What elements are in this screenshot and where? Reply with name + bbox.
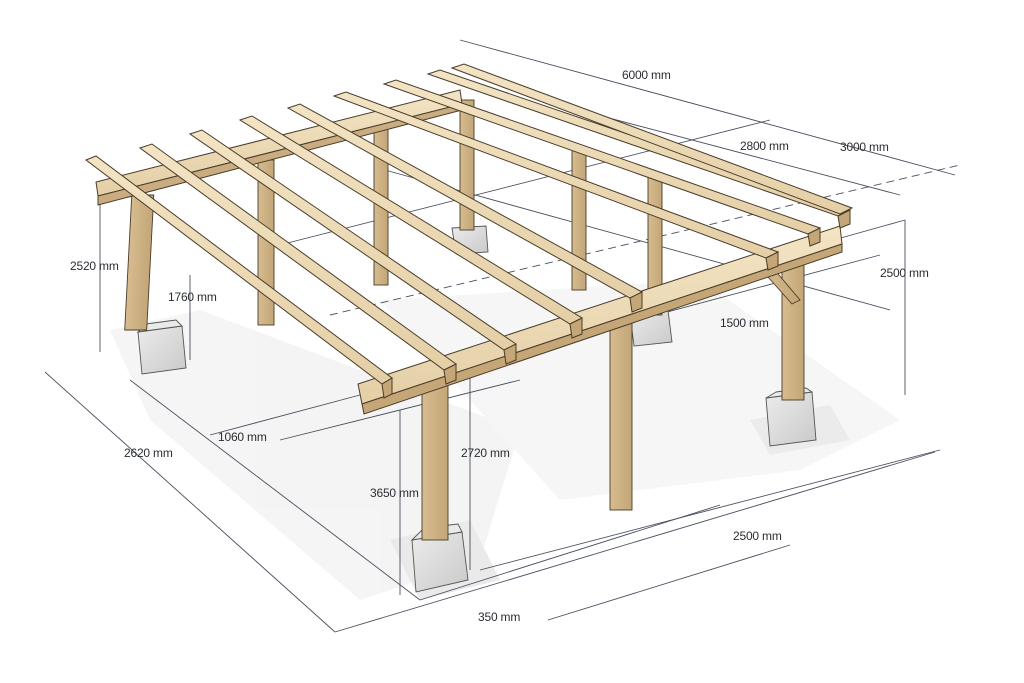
rafter-3 <box>188 129 517 365</box>
rafter-5 <box>286 103 644 313</box>
dim-left-height: 2520 mm <box>70 259 119 273</box>
rafter-7 <box>382 79 822 247</box>
dim-segment-a: 2800 mm <box>740 139 789 153</box>
dim-inner-height: 1760 mm <box>168 290 217 304</box>
dim-footing-offset: 350 mm <box>478 610 521 624</box>
dim-right-height: 2500 mm <box>880 266 929 280</box>
post-front-mid <box>609 314 633 511</box>
rafter-9 <box>450 63 854 215</box>
rafter-4 <box>238 115 584 339</box>
post-front-center <box>421 384 449 541</box>
rafters <box>84 63 854 399</box>
rafter-2 <box>138 143 457 385</box>
rafter-1 <box>84 155 393 399</box>
dim-post-spacing-small: 1060 mm <box>218 430 267 444</box>
dim-segment-b: 3000 mm <box>840 140 889 154</box>
dim-overhang: 1500 mm <box>720 316 769 330</box>
dim-mid-height: 2720 mm <box>461 446 510 460</box>
dim-front-height: 3650 mm <box>370 486 419 500</box>
dim-total-length: 6000 mm <box>622 68 671 82</box>
dim-front-width: 2500 mm <box>733 529 782 543</box>
footing-front-left <box>136 319 187 375</box>
post-front-left <box>124 194 155 331</box>
rafter-8 <box>426 69 852 229</box>
post-right <box>781 259 805 401</box>
rafter-6 <box>332 91 780 271</box>
dim-depth-left: 2620 mm <box>124 446 173 460</box>
